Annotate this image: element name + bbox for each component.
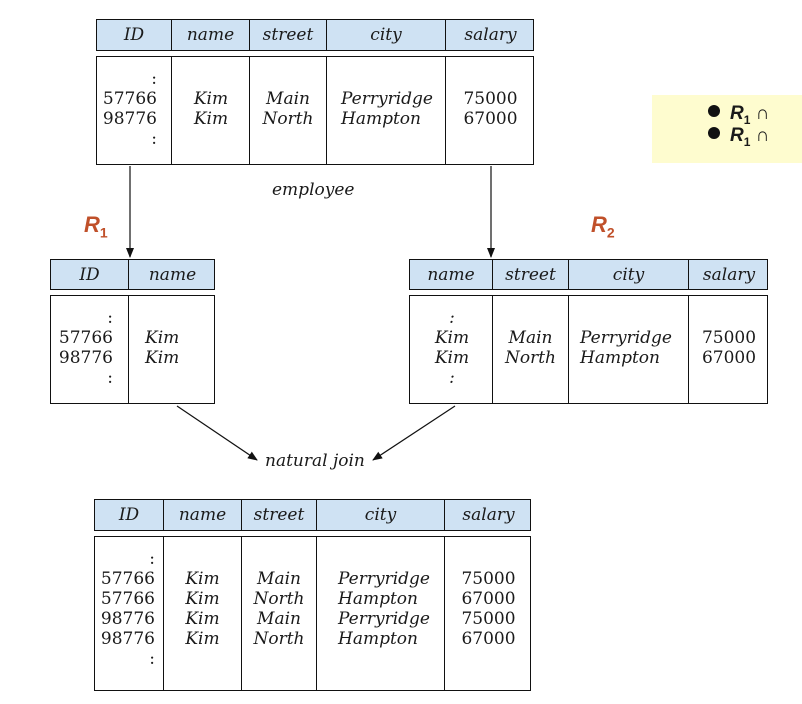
header-city: city [370, 25, 402, 45]
r1-header-name: name [148, 264, 197, 285]
bullet-item-1: R1 ∩ [708, 103, 769, 127]
join-header-name: name [178, 505, 227, 525]
r2-header-row: name street city salary [409, 259, 768, 290]
header-salary: salary [464, 25, 517, 45]
join-result-table: ID name street city salary : 57766 57766… [94, 499, 531, 691]
bullet-box: R1 ∩ R1 ∩ [652, 95, 802, 163]
cell-name: Kim Kim [193, 89, 229, 129]
join-header-id: ID [118, 505, 140, 525]
arrow-r2-to-join [372, 405, 456, 461]
employee-body: : 57766 98776 : Kim Kim Main North Perry… [96, 56, 534, 165]
r2-cell-salary: 75000 67000 [701, 328, 757, 368]
r2-cell-street: Main North [504, 328, 557, 368]
bullet-dot-icon [708, 105, 720, 117]
r2-header-city: city [612, 264, 645, 285]
r2-header-salary: salary [702, 264, 756, 285]
cell-city: Perryridge Hampton [341, 89, 433, 129]
join-cell-city: Perryridge Hampton Perryridge Hampton [338, 569, 430, 649]
join-cell-salary: 75000 67000 75000 67000 [461, 569, 516, 649]
employee-table: ID name street city salary : 57766 98776… [96, 19, 534, 165]
r1-table: ID name : 57766 98776 : Kim Kim [50, 259, 215, 404]
r1-cell-name: Kim Kim [145, 328, 180, 368]
employee-caption: employee [272, 180, 355, 200]
join-header-street: street [253, 505, 305, 525]
header-name: name [186, 25, 235, 45]
r2-cell-city: Perryridge Hampton [580, 328, 672, 368]
r1-header-id: ID [79, 264, 100, 285]
join-header-city: city [364, 505, 397, 525]
r1-label: R1 [84, 212, 108, 241]
cell-id: : 57766 98776 : [102, 69, 157, 149]
join-header-row: ID name street city salary [94, 499, 531, 531]
header-street: street [262, 25, 314, 45]
join-body: : 57766 57766 98776 98776 : Kim Kim Kim … [94, 536, 531, 691]
join-cell-name: Kim Kim Kim Kim [185, 569, 220, 649]
r2-label: R2 [591, 212, 615, 241]
r2-header-name: name [427, 264, 475, 285]
bullet-item-2: R1 ∩ [708, 125, 769, 149]
bullet-dot-icon [708, 127, 720, 139]
join-cell-street: Main North Main North [253, 569, 305, 649]
join-cell-id: : 57766 57766 98776 98776 : [100, 549, 155, 669]
cell-street: Main North [262, 89, 314, 129]
r2-table: name street city salary : Kim Kim : Main… [409, 259, 768, 404]
natural-join-caption: natural join [265, 451, 365, 471]
r2-cell-name: : Kim Kim : [434, 308, 470, 388]
arrow-r1-to-join [176, 405, 258, 461]
r2-header-street: street [505, 264, 556, 285]
r1-body: : 57766 98776 : Kim Kim [50, 295, 215, 404]
cell-salary: 75000 67000 [463, 89, 518, 129]
r2-body: : Kim Kim : Main North Perryridge Hampto… [409, 295, 768, 404]
join-header-salary: salary [462, 505, 515, 525]
header-id: ID [123, 25, 145, 45]
r1-cell-id: : 57766 98776 : [58, 308, 113, 388]
r1-header-row: ID name [50, 259, 215, 290]
employee-header-row: ID name street city salary [96, 19, 534, 51]
